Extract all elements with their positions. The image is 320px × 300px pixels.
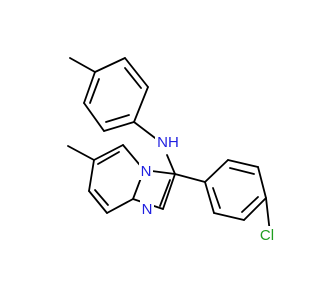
atom-labels: NH N N Cl bbox=[139, 133, 279, 244]
imidazole-nitrogen-label: N bbox=[142, 201, 153, 218]
molecule-structure: NH N N Cl bbox=[67, 57, 279, 244]
bridge-nitrogen-label: N bbox=[141, 163, 152, 180]
nh-label: NH bbox=[157, 134, 179, 151]
chlorine-label: Cl bbox=[260, 227, 274, 244]
